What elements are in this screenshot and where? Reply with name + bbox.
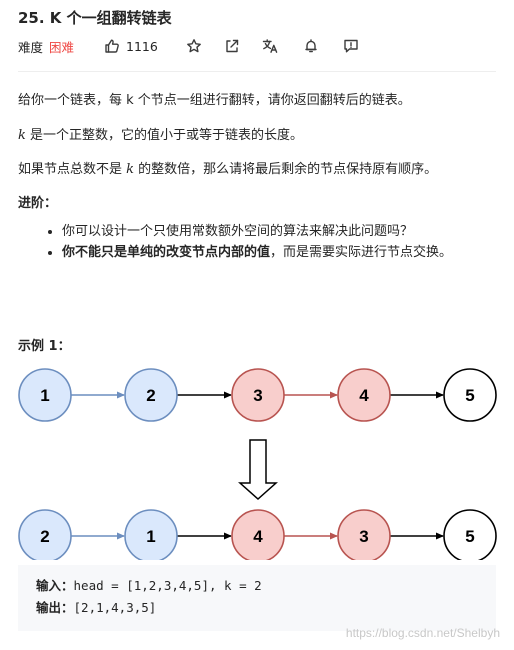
before-node-3 — [231, 368, 285, 422]
example-code-block: 输入：head = [1,2,3,4,5], k = 2 输出：[2,1,4,3… — [18, 565, 496, 631]
after-node-5 — [443, 509, 497, 560]
before-node-label-4: 4 — [359, 386, 369, 405]
like-count: 1116 — [126, 38, 158, 54]
after-node-label-3: 4 — [253, 527, 263, 546]
variable-k: k — [126, 162, 135, 177]
example-heading: 示例 1： — [18, 339, 71, 354]
output-value: [2,1,4,3,5] — [73, 600, 157, 615]
example-output-line: 输出：[2,1,4,3,5] — [36, 597, 496, 619]
like-button[interactable]: 1116 — [104, 38, 158, 54]
advanced-item-2-bold: 你不能只是单纯的改变节点内部的值 — [62, 245, 271, 260]
input-value: head = [1,2,3,4,5], k = 2 — [73, 578, 262, 593]
advanced-heading: 进阶： — [18, 196, 58, 211]
advanced-item-2-rest: ，而是需要实际进行节点交换。 — [270, 245, 453, 260]
difficulty-label: 难度 — [18, 39, 44, 55]
paragraph-2-text: 是一个正整数，它的值小于或等于链表的长度。 — [25, 128, 304, 143]
transform-down-arrow — [238, 439, 278, 501]
paragraph-3-suffix: 的整数倍，那么请将最后剩余的节点保持原有顺序。 — [134, 162, 438, 177]
advanced-list: 你可以设计一个只使用常数额外空间的算法来解决此问题吗？ 你不能只是单纯的改变节点… — [18, 222, 488, 264]
list-after: 2 1 4 3 5 — [18, 509, 497, 560]
before-node-5 — [443, 368, 497, 422]
bell-icon[interactable] — [303, 38, 319, 54]
after-node-2 — [124, 509, 178, 560]
after-node-label-2: 1 — [146, 527, 155, 546]
list-before: 1 2 3 4 5 — [18, 368, 497, 422]
before-node-label-2: 2 — [146, 386, 155, 405]
thumbs-up-icon — [104, 38, 120, 54]
star-icon[interactable] — [186, 38, 202, 54]
after-node-4 — [337, 509, 391, 560]
paragraph-3-prefix: 如果节点总数不是 — [18, 162, 127, 177]
before-node-label-5: 5 — [465, 386, 474, 405]
linked-list-diagram: 1 2 3 4 5 2 1 4 3 5 — [18, 368, 497, 560]
after-node-3 — [231, 509, 285, 560]
before-node-2 — [124, 368, 178, 422]
after-node-1 — [18, 509, 72, 560]
advanced-item-1: 你可以设计一个只使用常数额外空间的算法来解决此问题吗？ — [62, 222, 488, 242]
after-node-label-1: 2 — [40, 527, 49, 546]
share-icon[interactable] — [224, 38, 240, 54]
example-input-line: 输入：head = [1,2,3,4,5], k = 2 — [36, 575, 496, 597]
before-node-4 — [337, 368, 391, 422]
after-node-label-4: 3 — [359, 527, 368, 546]
after-node-label-5: 5 — [465, 527, 474, 546]
difficulty-badge: 困难 — [49, 39, 75, 55]
input-label: 输入： — [36, 578, 74, 593]
before-node-1 — [18, 368, 72, 422]
description-paragraph-2: k 是一个正整数，它的值小于或等于链表的长度。 — [18, 124, 303, 143]
description-paragraph-1: 给你一个链表，每 k 个节点一组进行翻转，请你返回翻转后的链表。 — [18, 93, 411, 108]
header-divider — [18, 71, 496, 72]
feedback-icon[interactable] — [343, 38, 359, 54]
problem-title: 25. K 个一组翻转链表 — [18, 9, 172, 27]
watermark: https://blog.csdn.net/Shelbyh — [345, 626, 500, 640]
before-node-label-3: 3 — [253, 386, 262, 405]
advanced-item-2: 你不能只是单纯的改变节点内部的值，而是需要实际进行节点交换。 — [62, 243, 488, 263]
before-node-label-1: 1 — [40, 386, 49, 405]
description-paragraph-3: 如果节点总数不是 k 的整数倍，那么请将最后剩余的节点保持原有顺序。 — [18, 158, 437, 177]
variable-k: k — [18, 128, 26, 143]
output-label: 输出： — [36, 600, 74, 615]
translate-icon[interactable] — [262, 38, 279, 54]
problem-meta-bar: 难度 困难 1116 — [18, 36, 359, 56]
